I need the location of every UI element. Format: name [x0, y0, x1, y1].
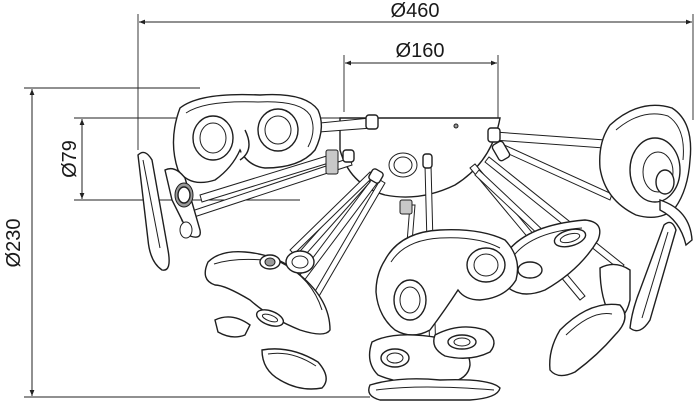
shade-bottom: [368, 326, 501, 401]
shade-upper-left: [172, 93, 323, 184]
label-overall-width: Ø460: [391, 0, 440, 22]
shade-center: [375, 229, 519, 336]
dimension-overall-height: Ø230: [3, 87, 370, 398]
dimension-overall-width: Ø460: [137, 0, 694, 150]
shade-far-left: [137, 151, 201, 271]
label-canopy-width: Ø160: [396, 40, 445, 62]
shade-right-blade: [549, 221, 677, 377]
shade-upper-right: [599, 104, 693, 247]
label-canopy-height: Ø79: [59, 140, 81, 178]
label-overall-height: Ø230: [3, 219, 25, 268]
shade-lower-left: [204, 250, 331, 390]
